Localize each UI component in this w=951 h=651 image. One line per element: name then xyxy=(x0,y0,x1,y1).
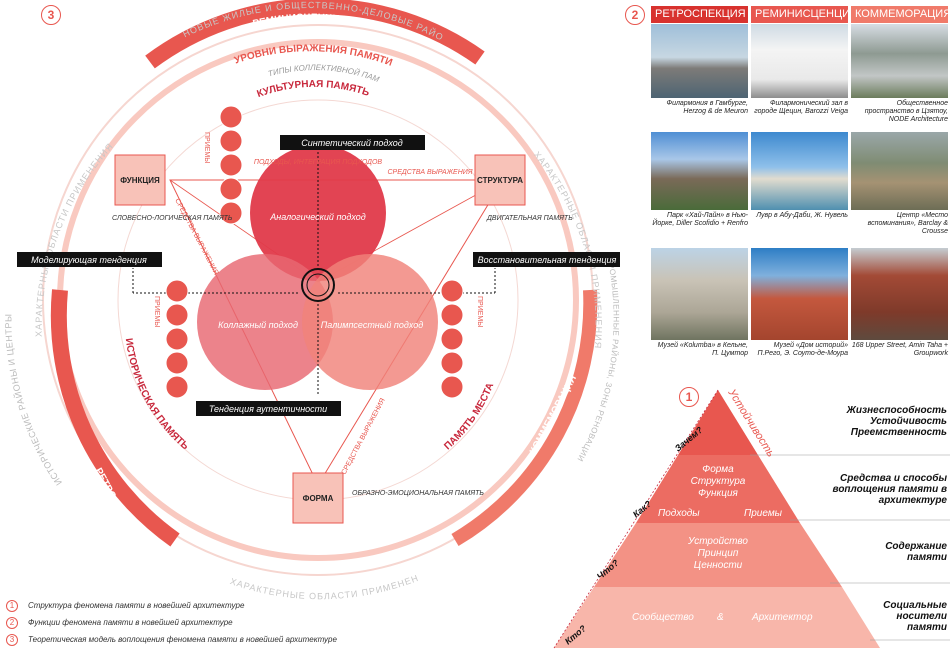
caption-szczecin: Филармонический зал в городе Щецин, Baro… xyxy=(754,100,848,115)
photo-high-line xyxy=(651,132,748,210)
pyramid-tier-4 xyxy=(554,587,880,648)
function-label: ФУНКЦИЯ xyxy=(120,176,160,185)
pyr-form: Форма xyxy=(702,464,734,475)
techniques-label-left: ПРИЕМЫ xyxy=(153,296,160,327)
form-box xyxy=(292,472,344,524)
photo-louvre-abu-dhabi xyxy=(751,132,848,210)
synthetic-label: Синтетический подход xyxy=(301,138,403,148)
pyr-approaches: Подходы xyxy=(658,508,700,519)
photo-place-remembrance xyxy=(851,132,948,210)
verbal-logic-label: СЛОВЕСНО-ЛОГИЧЕСКАЯ ПАМЯТЬ xyxy=(112,215,233,222)
pyr-amp: & xyxy=(717,612,724,623)
collage-label: Коллажный подход xyxy=(218,320,298,330)
center-ring-inner xyxy=(306,273,330,297)
legend-text-2: Функции феномена памяти в новейшей архит… xyxy=(28,618,233,628)
pyr-function: Функция xyxy=(698,488,738,499)
motor-label: ДВИГАТЕЛЬНАЯ ПАМЯТЬ xyxy=(486,215,573,222)
pyr-right-label-3: Содержание памяти xyxy=(885,541,947,563)
caption-house-stories: Музей «Дом историй» П.Рего, Э. Соуто-де-… xyxy=(757,342,848,357)
pyr-architect: Архитектор xyxy=(751,612,813,623)
photo-kolumba xyxy=(651,248,748,340)
header-retrospection: РЕТРОСПЕКЦИЯ xyxy=(651,6,748,23)
pyr-values: Ценности xyxy=(694,560,743,571)
photo-szczecin-hall xyxy=(751,24,848,98)
means-expression-label: СРЕДСТВА ВЫРАЖЕНИЯ xyxy=(387,169,472,176)
techniques-label-right: ПРИЕМЫ xyxy=(476,296,483,327)
section-2-badge: 2 xyxy=(625,5,645,25)
header-reminiscence: РЕМИНИСЦЕНЦИЯ xyxy=(751,6,858,23)
approaches-integration-label: ПОДХОДЫ, ИНТЕГРАЦИЯ ПОДХОДОВ xyxy=(254,159,382,166)
place-techniques-icons xyxy=(440,279,464,399)
synthetic-bar xyxy=(280,135,425,150)
legend-text-1: Структура феномена памяти в новейшей арх… xyxy=(28,601,245,611)
restorative-bar xyxy=(473,252,620,267)
reminiscence-arc xyxy=(145,0,485,69)
legend-num-2: 2 xyxy=(6,617,18,629)
figurative-label: ОБРАЗНО-ЭМОЦИОНАЛЬНАЯ ПАМЯТЬ xyxy=(352,490,484,497)
retrospection-arc xyxy=(50,289,180,547)
pyr-right-label-1: Жизнеспособность Устойчивость Преемствен… xyxy=(846,405,947,438)
caption-high-line: Парк «Хай-Лайн» в Нью-Йорке, Diller Scof… xyxy=(652,212,748,227)
pyr-structure: Структура xyxy=(691,476,746,487)
restorative-label: Восстановительная тенденция xyxy=(478,255,617,265)
legend-item-1: 1 Структура феномена памяти в новейшей ар… xyxy=(6,600,244,613)
pyr-techniques: Приемы xyxy=(744,508,783,519)
caption-jiatou: Общественное пространство в Цзятоу, NODE… xyxy=(864,100,948,123)
modeling-bar xyxy=(17,252,162,267)
cultural-memory-label: КУЛЬТУРНАЯ ПАМЯТЬ xyxy=(256,79,371,100)
photo-upper-street xyxy=(851,248,948,340)
function-box xyxy=(114,154,166,206)
memory-pyramid: Устойчивость Форма Структура Функция Под… xyxy=(553,386,950,649)
photo-house-of-stories xyxy=(751,248,848,340)
pyr-device: Устройство xyxy=(687,536,748,547)
pyr-principle: Принцип xyxy=(698,548,739,559)
section-3-badge: 3 xyxy=(41,5,61,25)
photo-hamburg-philharmonic xyxy=(651,24,748,98)
legend-item-3: 3 Теоретическая модель воплощения феномен… xyxy=(6,634,337,647)
palimpsest-circle xyxy=(302,254,438,390)
pyramid-tier-1 xyxy=(678,390,758,455)
pyr-society: Сообщество xyxy=(632,611,694,623)
legend-item-2: 2 Функции феномена памяти в новейшей архи… xyxy=(6,617,233,630)
photo-jiatou-space xyxy=(851,24,948,98)
structure-label: СТРУКТУРА xyxy=(477,176,523,185)
cultural-techniques-icons xyxy=(219,105,243,225)
techniques-label-top: ПРИЕМЫ xyxy=(203,132,210,163)
memory-model-diagram: НОВЫЕ ЖИЛЫЕ И ОБЩЕСТВЕННО-ДЕЛОВЫЕ РАЙОНЫ… xyxy=(0,0,620,600)
modeling-label: Моделирующая тенденция xyxy=(31,255,147,265)
pyr-right-label-2: Средства и способы воплощения памяти в а… xyxy=(832,473,947,506)
commemoration-arc xyxy=(451,289,598,547)
caption-upper-street: 168 Upper Street, Amin Taha + Groupwork xyxy=(851,342,948,357)
header-commemoration: КОММЕМОРАЦИЯ xyxy=(851,6,951,23)
legend-num-3: 3 xyxy=(6,634,18,646)
authenticity-label: Тенденция аутентичности xyxy=(209,404,327,414)
caption-louvre: Лувр в Абу-Даби, Ж. Нувель xyxy=(756,212,848,219)
collage-circle xyxy=(197,254,333,390)
structure-box xyxy=(474,154,526,206)
legend-num-1: 1 xyxy=(6,600,18,612)
historical-techniques-icons xyxy=(165,279,189,399)
pyramid-tier-3 xyxy=(594,523,842,587)
section-1-badge: 1 xyxy=(679,387,699,407)
palimpsest-label: Палимпсестный подход xyxy=(321,320,423,330)
pyr-right-label-4: Социальные носители памяти xyxy=(883,600,947,633)
pyramid-edge-left xyxy=(553,389,719,649)
caption-kolumba: Музей «Kolumba» в Кельне, П. Цумтор xyxy=(657,342,748,357)
form-label: ФОРМА xyxy=(303,494,334,503)
caption-hamburg: Филармония в Гамбурге, Herzog & de Meuro… xyxy=(666,100,749,115)
caption-remembrance: Центр «Место вспоминания», Barclay & Cro… xyxy=(867,212,948,235)
authenticity-bar xyxy=(196,401,341,416)
pyramid-tier-2 xyxy=(636,455,800,523)
legend-text-3: Теоретическая модель воплощения феномена… xyxy=(28,635,337,645)
